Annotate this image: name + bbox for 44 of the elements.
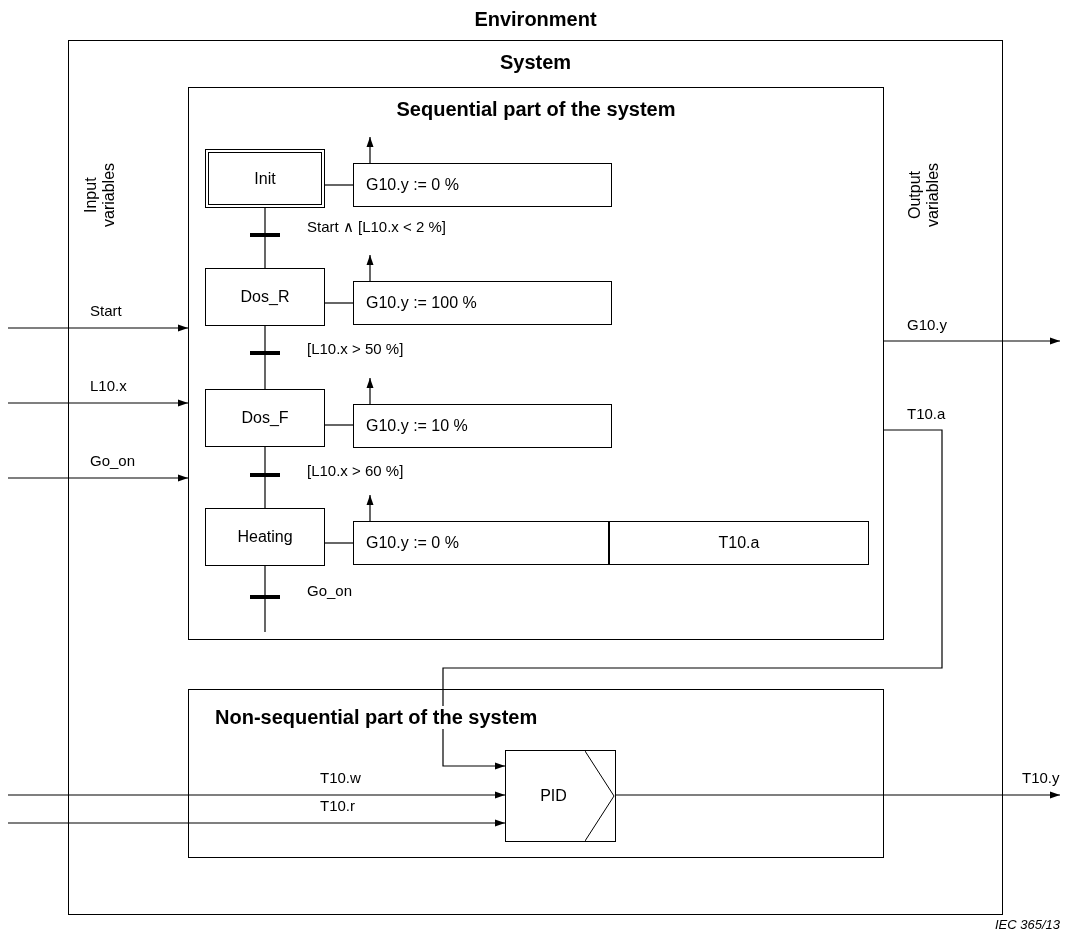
connector-line xyxy=(264,325,266,390)
step-box: Dos_F xyxy=(205,389,325,447)
step-box: Heating xyxy=(205,508,325,566)
panel-title: System xyxy=(499,51,572,74)
arrow xyxy=(7,819,506,827)
arrow xyxy=(366,254,374,282)
panel-title: Sequential part of the system xyxy=(396,98,676,121)
action-box: G10.y := 0 % xyxy=(353,521,609,565)
action-box: G10.y := 0 % xyxy=(353,163,612,207)
connector-line xyxy=(324,542,354,544)
arrow xyxy=(7,791,506,799)
panel-title: Non-sequential part of the system xyxy=(215,706,538,729)
controller-block xyxy=(505,750,616,842)
arrow xyxy=(366,377,374,405)
initial-step-box: Init xyxy=(205,149,325,208)
connector-line xyxy=(324,424,354,426)
non-sequential-panel xyxy=(188,689,884,858)
arrow xyxy=(883,337,1061,345)
block-label: PID xyxy=(540,787,567,805)
edge-label: [L10.x > 50 %] xyxy=(305,340,406,357)
arrow xyxy=(366,136,374,164)
figure-reference: IEC 365/13 xyxy=(994,917,1060,932)
arrow xyxy=(7,474,189,482)
action-box: G10.y := 10 % xyxy=(353,404,612,448)
connector-line xyxy=(264,446,266,509)
sequential-panel xyxy=(188,87,884,640)
diagram-title: Environment xyxy=(474,8,597,31)
arrow xyxy=(7,324,189,332)
edge-label: [L10.x > 60 %] xyxy=(305,462,406,479)
action-box: G10.y := 100 % xyxy=(353,281,612,325)
line xyxy=(264,565,266,633)
step-box: Dos_R xyxy=(205,268,325,326)
arrow xyxy=(7,399,189,407)
arrow xyxy=(442,429,943,770)
connector-line xyxy=(324,302,354,304)
system-frame xyxy=(68,40,1003,915)
connector-line xyxy=(264,207,266,269)
arrow xyxy=(366,494,374,522)
edge-label: Start ∧ [L10.x < 2 %] xyxy=(305,218,448,236)
arrow xyxy=(615,791,1061,799)
side-label: Output variables xyxy=(906,162,942,229)
side-label: Input variables xyxy=(82,162,118,229)
connector-line xyxy=(324,184,354,186)
action-box: T10.a xyxy=(609,521,869,565)
